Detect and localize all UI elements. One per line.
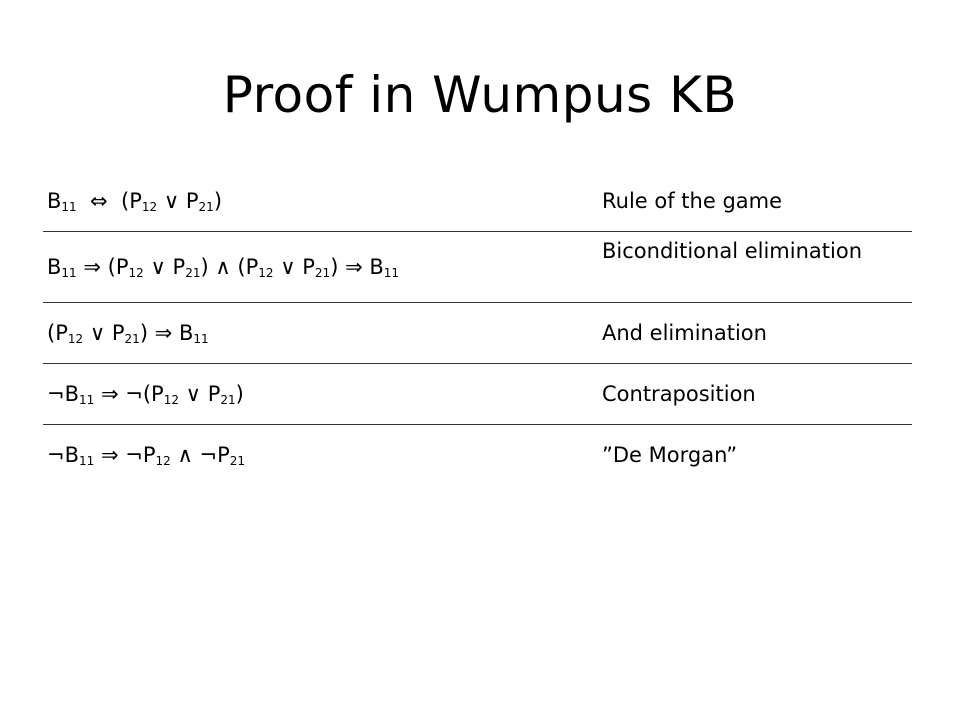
formula: B11 ⇒ (P12 ∨ P21) ∧ (P12 ∨ P21) ⇒ B11	[47, 254, 399, 280]
formula-text: (P	[47, 321, 68, 345]
formula-text: ∨ P	[83, 321, 125, 345]
proof-row: B11 ⇔ (P12 ∨ P21) Rule of the game	[43, 171, 912, 232]
subscript: 11	[383, 266, 400, 280]
subscript: 11	[61, 266, 77, 280]
subscript: 12	[155, 454, 171, 468]
subscript: 21	[229, 454, 246, 468]
subscript: 11	[193, 332, 209, 346]
subscript: 21	[124, 332, 140, 346]
page-title: Proof in Wumpus KB	[222, 66, 738, 124]
formula: ¬B11 ⇒ ¬P12 ∧ ¬P21	[47, 442, 245, 468]
formula-text: B	[47, 189, 62, 213]
subscript: 21	[198, 200, 214, 214]
formula-text: )	[213, 189, 223, 213]
subscript: 11	[79, 454, 95, 468]
formula-text: ∨ P	[273, 255, 315, 279]
formula-text: ) ⇒ B	[139, 321, 194, 345]
formula: B11 ⇔ (P12 ∨ P21)	[47, 188, 222, 214]
formula-text: ) ⇒ B	[330, 255, 384, 279]
formula-text: ∨ P	[178, 382, 221, 406]
formula-text: ⇒ ¬P	[94, 443, 156, 467]
formula: ¬B11 ⇒ ¬(P12 ∨ P21)	[47, 381, 244, 407]
formula-text: ¬B	[47, 382, 80, 406]
subscript: 21	[314, 266, 331, 280]
formula-text: ) ∧ (P	[200, 255, 259, 279]
proof-row: B11 ⇒ (P12 ∨ P21) ∧ (P12 ∨ P21) ⇒ B11 Bi…	[43, 231, 912, 303]
subscript: 21	[185, 266, 201, 280]
proof-row: (P12 ∨ P21) ⇒ B11 And elimination	[43, 302, 912, 364]
justification: Contraposition	[602, 382, 756, 406]
formula-text: ∧ ¬P	[170, 443, 230, 467]
subscript: 12	[141, 200, 158, 214]
subscript: 21	[220, 393, 236, 407]
subscript: 11	[61, 200, 77, 214]
formula-text: ⇔ (P	[76, 189, 142, 213]
justification: ”De Morgan”	[602, 443, 738, 467]
proof-row: ¬B11 ⇒ ¬P12 ∧ ¬P21 ”De Morgan”	[43, 424, 912, 484]
proof-row: ¬B11 ⇒ ¬(P12 ∨ P21) Contraposition	[43, 363, 912, 425]
formula-text: ⇒ ¬(P	[94, 382, 164, 406]
formula-text: ∨ P	[143, 255, 186, 279]
formula-text: B	[47, 255, 62, 279]
formula: (P12 ∨ P21) ⇒ B11	[47, 320, 209, 346]
formula-text: )	[235, 382, 244, 406]
subscript: 12	[258, 266, 274, 280]
justification: And elimination	[602, 321, 767, 345]
justification: Rule of the game	[602, 189, 783, 213]
formula-text: ∨ P	[157, 189, 199, 213]
subscript: 12	[163, 393, 179, 407]
justification: Biconditional elimination	[602, 239, 862, 263]
formula-text: ⇒ (P	[76, 255, 129, 279]
subscript: 12	[67, 332, 84, 346]
subscript: 11	[79, 393, 95, 407]
formula-text: ¬B	[47, 443, 80, 467]
subscript: 12	[128, 266, 144, 280]
